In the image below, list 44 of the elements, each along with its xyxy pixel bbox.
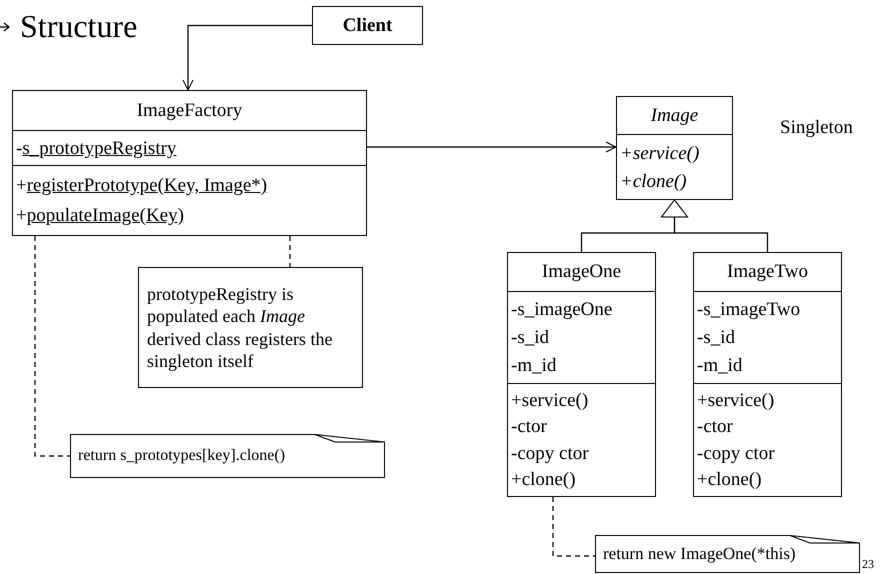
class-member: -m_id <box>510 354 558 376</box>
class-member: -ctor <box>510 416 548 438</box>
class-member: -ctor <box>696 416 734 438</box>
title: Structure <box>20 7 138 46</box>
class-member: -copy ctor <box>696 442 776 464</box>
dashed-connector <box>34 236 70 457</box>
class-name: ImageTwo <box>726 261 809 282</box>
inheritance-arrow <box>661 200 768 252</box>
label: Singleton <box>780 118 853 137</box>
class-member: -s_prototypeRegistry <box>15 138 178 159</box>
class-box <box>693 252 842 497</box>
note-text: return new ImageOne(*this) <box>603 543 796 565</box>
class-member: +clone() <box>619 170 688 192</box>
class-member: +populateImage(Key) <box>15 204 185 226</box>
class-name: Client <box>342 14 394 38</box>
class-member: -s_id <box>696 326 736 348</box>
class-box <box>12 90 367 236</box>
class-member: +service() <box>619 142 700 164</box>
class-member: +clone() <box>696 469 763 490</box>
dashed-connector <box>289 236 291 267</box>
class-name: ImageFactory <box>136 100 244 122</box>
note <box>70 434 385 478</box>
class-member: +service() <box>696 390 776 411</box>
class-box <box>507 252 656 497</box>
note-text: prototypeRegistry is populated each Image derived class registers the singleton itself <box>147 282 334 372</box>
class-member: -s_imageOne <box>510 298 614 320</box>
class-member: -s_id <box>510 326 550 348</box>
class-name: ImageOne <box>540 261 622 282</box>
class-box <box>312 6 423 45</box>
page-number: 23 <box>862 558 874 570</box>
note <box>595 535 860 573</box>
class-member: +service() <box>510 390 590 411</box>
class-member: -m_id <box>696 354 744 376</box>
note-box <box>138 267 363 388</box>
arrow <box>367 142 616 152</box>
class-member: +clone() <box>510 469 577 490</box>
arrow <box>182 24 312 90</box>
note-text: return s_prototypes[key].clone() <box>78 446 286 466</box>
class-box <box>616 96 733 200</box>
class-name: Image <box>650 105 700 126</box>
class-member: +registerPrototype(Key, Image*) <box>15 174 268 196</box>
class-member: -copy ctor <box>510 442 590 464</box>
class-member: -s_imageTwo <box>696 298 802 320</box>
dashed-connector <box>552 497 595 557</box>
